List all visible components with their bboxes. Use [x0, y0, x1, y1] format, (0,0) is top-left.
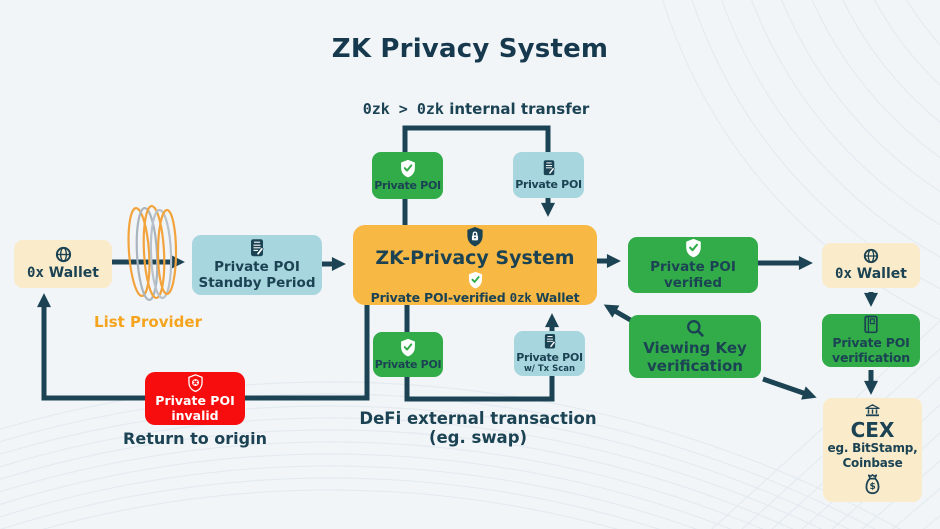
- zk-privacy-system-node: ZK-Privacy System Private POI-verified 0…: [353, 225, 597, 305]
- poi-defi-in-node: Private POI w/ Tx Scan: [514, 331, 585, 376]
- cex-node: CEX eg. BitStamp, Coinbase $: [823, 398, 922, 502]
- poi-verified-line1: Private POI: [650, 259, 736, 276]
- wallet-right-prefix: 0x: [835, 266, 852, 283]
- zk-subtitle-pre: Private POI-verified: [370, 289, 510, 305]
- poi-internal-out-label: Private POI: [374, 178, 441, 192]
- arrow-viewingkey-to-cex: [762, 376, 817, 400]
- poi-defi-in-sublabel: w/ Tx Scan: [523, 364, 576, 375]
- shield-check-icon: [401, 338, 415, 356]
- viewing-key-node: Viewing Key verification: [629, 315, 761, 378]
- document-icon: [251, 239, 264, 257]
- page-title: ZK Privacy System: [331, 34, 609, 64]
- zk-subtitle-mono: 0zk: [509, 289, 532, 305]
- wallet-left-prefix: 0x: [27, 265, 44, 282]
- poi-defi-in-label: Private POI: [516, 351, 583, 365]
- zk-system-subtitle: Private POI-verified 0zk Wallet: [371, 291, 580, 304]
- money-bag-icon: $: [865, 473, 880, 494]
- poi-invalid-node: Private POI invalid: [145, 372, 245, 425]
- poi-verified-node: Private POI verified: [628, 237, 758, 293]
- bank-icon: [865, 404, 880, 417]
- poi-internal-in-node: Private POI: [513, 152, 584, 198]
- wallet-left-rest: Wallet: [43, 265, 99, 282]
- document-icon: [544, 334, 556, 349]
- standby-line1: Private POI: [214, 259, 300, 276]
- poi-internal-out-node: Private POI: [372, 152, 443, 199]
- viewing-key-line1: Viewing Key: [643, 338, 747, 357]
- defi-transaction-label: DeFi external transaction (eg. swap): [348, 409, 608, 448]
- poi-verification-line1: Private POI: [832, 335, 910, 351]
- shield-check-icon: [685, 238, 701, 258]
- dollar-symbol: $: [869, 482, 875, 492]
- poi-verified-line2: verified: [663, 275, 723, 291]
- viewing-key-line2: verification: [647, 356, 743, 375]
- list-provider-coil-icon: [127, 204, 178, 302]
- list-provider-label: List Provider: [94, 313, 202, 331]
- return-to-origin-label: Return to origin: [123, 429, 267, 448]
- search-icon: [687, 319, 704, 337]
- document-icon: [543, 159, 555, 175]
- cex-line1: eg. BitStamp,: [827, 441, 918, 456]
- globe-icon: [55, 247, 71, 263]
- poi-internal-in-label: Private POI: [515, 177, 582, 191]
- wallet-right-node: 0x Wallet: [822, 243, 920, 288]
- internal-transfer-rest: internal transfer: [443, 100, 590, 118]
- standby-period-node: Private POI Standby Period: [192, 235, 322, 295]
- globe-icon: [863, 249, 879, 264]
- wallet-left-label: 0x Wallet: [27, 265, 99, 282]
- shield-check-icon: [400, 159, 415, 177]
- poi-invalid-line2: invalid: [171, 407, 219, 423]
- shield-lock-icon: [467, 226, 483, 247]
- zk-system-title: ZK-Privacy System: [375, 246, 575, 269]
- ledger-book-icon: [864, 315, 878, 334]
- defi-line1: DeFi external transaction: [359, 409, 597, 428]
- poi-invalid-line1: Private POI: [155, 392, 235, 408]
- poi-verification-line2: verification: [832, 350, 910, 365]
- standby-line2: Standby Period: [198, 275, 316, 291]
- shield-x-icon: [187, 373, 203, 392]
- defi-line2: (eg. swap): [428, 427, 528, 447]
- zk-subtitle-post: Wallet: [531, 289, 580, 305]
- cex-title: CEX: [850, 418, 895, 443]
- poi-defi-out-label: Private POI: [374, 357, 442, 371]
- poi-defi-out-node: Private POI: [373, 332, 443, 377]
- internal-transfer-mono: 0zk > 0zk: [362, 100, 444, 118]
- wallet-left-node: 0x Wallet: [14, 240, 112, 288]
- wallet-right-rest: Wallet: [851, 266, 907, 283]
- cex-line2: Coinbase: [842, 455, 903, 470]
- poi-verification-node: Private POI verification: [822, 314, 920, 367]
- internal-transfer-label: 0zk > 0zk internal transfer: [331, 100, 621, 118]
- wallet-right-label: 0x Wallet: [835, 266, 907, 283]
- shield-check-icon: [468, 271, 482, 289]
